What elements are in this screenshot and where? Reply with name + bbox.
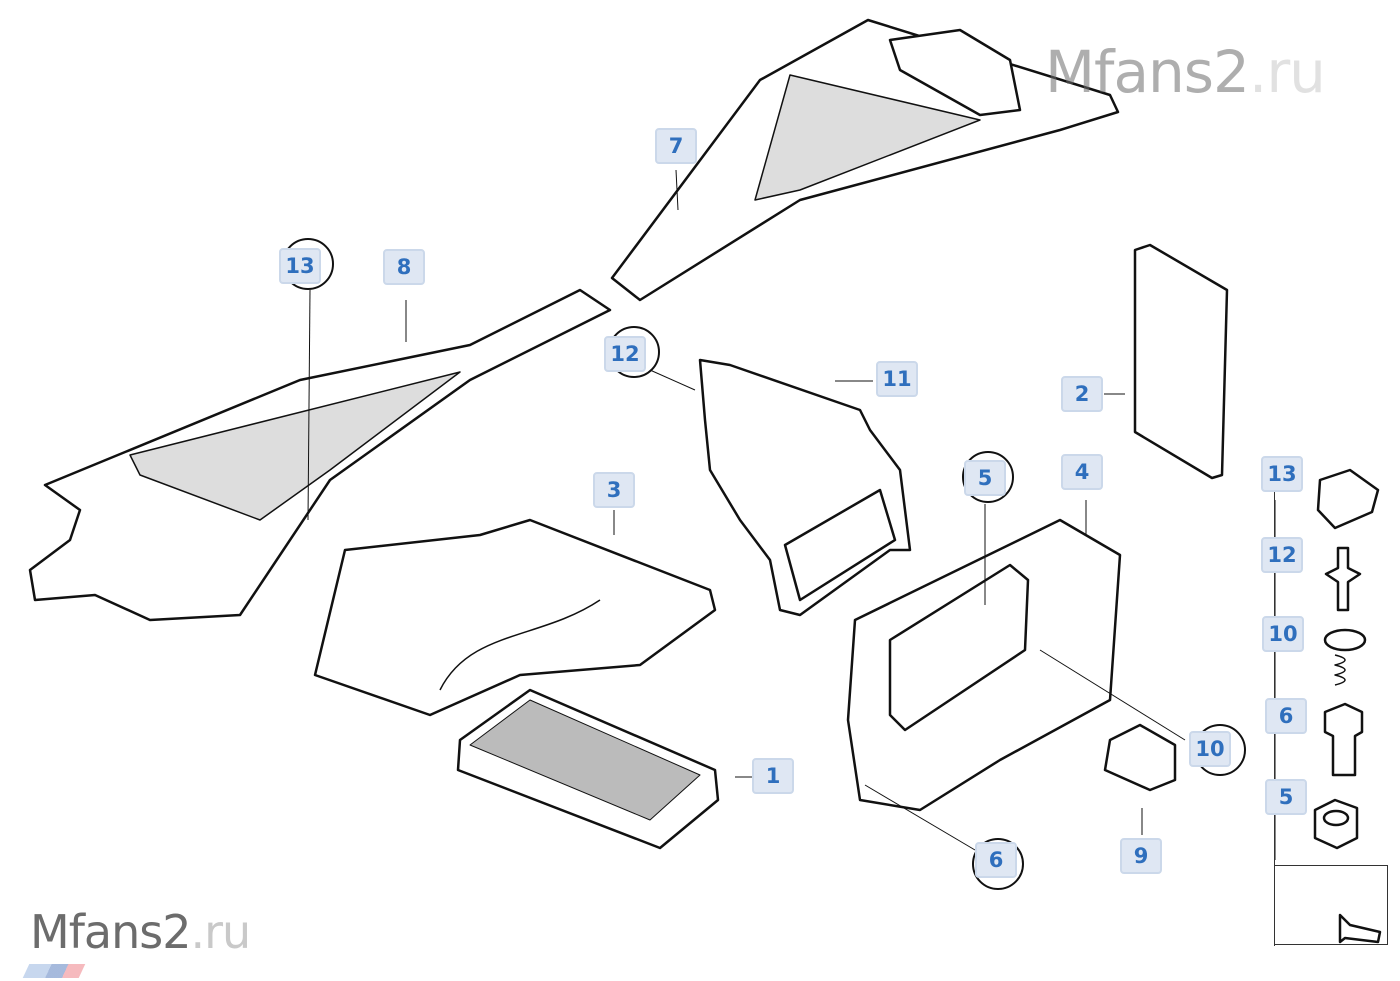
part-2-pad [1133, 243, 1229, 480]
legend-callout-5[interactable]: 5 [1265, 779, 1307, 815]
legend-callout-12[interactable]: 12 [1261, 537, 1303, 573]
callout-13[interactable]: 13 [279, 248, 321, 284]
clip-nut-icon [1316, 468, 1380, 530]
callout-7[interactable]: 7 [655, 128, 697, 164]
filter-housing [313, 518, 717, 717]
sensor [1103, 723, 1177, 792]
callout-3[interactable]: 3 [593, 472, 635, 508]
callout-8[interactable]: 8 [383, 249, 425, 285]
callout-11[interactable]: 11 [876, 361, 918, 397]
callout-5[interactable]: 5 [964, 460, 1006, 496]
callout-circle [972, 838, 1024, 890]
callout-12[interactable]: 12 [604, 336, 646, 372]
legend-hardware [1313, 468, 1382, 944]
arrow-icon [1338, 913, 1382, 944]
screw-spring-icon [1323, 628, 1367, 652]
legend-callout-10[interactable]: 10 [1262, 616, 1304, 652]
expanding-rivet-icon [1324, 546, 1362, 612]
callout-6[interactable]: 6 [975, 842, 1017, 878]
housing-plate [846, 518, 1122, 812]
callout-4[interactable]: 4 [1061, 454, 1103, 490]
hex-bolt-icon [1323, 702, 1364, 777]
callout-circle [962, 451, 1014, 503]
callout-9[interactable]: 9 [1120, 838, 1162, 874]
watermark-top: Mfans2.ru [1045, 38, 1326, 106]
cabin-filter [456, 688, 720, 850]
air-duct [698, 358, 912, 617]
legend-callout-6[interactable]: 6 [1265, 698, 1307, 734]
callout-1[interactable]: 1 [752, 758, 794, 794]
cowl-cover-left [28, 288, 612, 622]
legend-location-box [1274, 865, 1388, 945]
callout-2[interactable]: 2 [1061, 376, 1103, 412]
legend-callout-13[interactable]: 13 [1261, 456, 1303, 492]
cowl-cover-right [610, 18, 1120, 302]
brand-stripes [22, 964, 86, 978]
callout-10[interactable]: 10 [1189, 731, 1231, 767]
watermark-bottom: Mfans2.ru [30, 905, 251, 959]
